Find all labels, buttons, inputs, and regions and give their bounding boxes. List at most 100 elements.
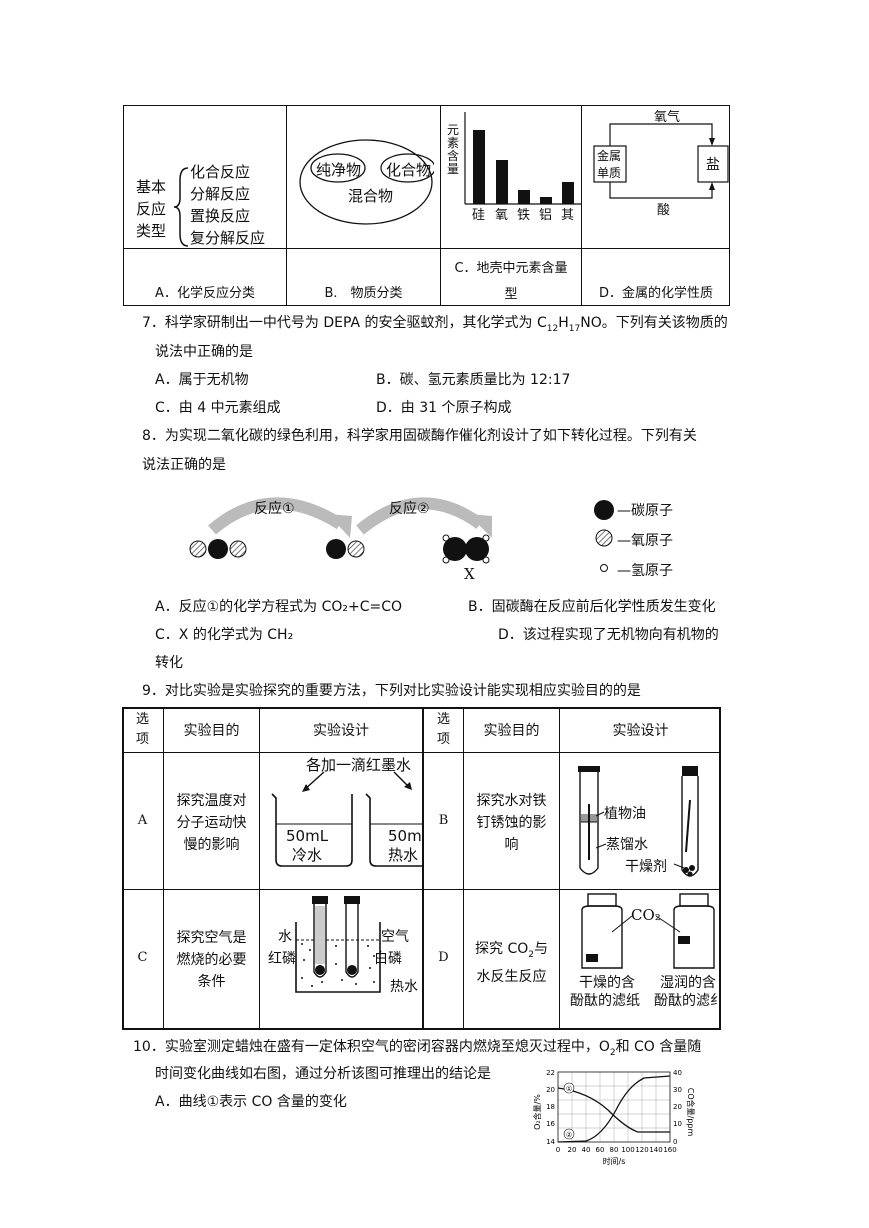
q8-option-a: A．反应①的化学方程式为 CO₂+C=CO <box>155 599 403 615</box>
reaction-2-label: 反应② <box>389 501 430 517</box>
header-aim: 实验目的 <box>183 723 240 739</box>
co2-label: CO₂ <box>631 906 661 924</box>
svg-text:120: 120 <box>635 1146 648 1154</box>
curve-2 <box>557 1075 671 1143</box>
svg-text:22: 22 <box>546 1069 555 1077</box>
reaction-item: 分解反应 <box>190 185 251 203</box>
aim-d: 探究 CO2与 水反生反应 <box>475 941 548 985</box>
svg-text:0: 0 <box>556 1146 560 1154</box>
label-metal: 金属 <box>597 149 622 163</box>
svg-text:60: 60 <box>596 1146 605 1154</box>
svg-text:10: 10 <box>673 1120 682 1128</box>
caption-d: D．金属的化学性质 <box>598 286 713 301</box>
ellipse-label-pure: 纯净物 <box>316 161 362 179</box>
combustion-figure <box>295 896 381 993</box>
reaction-item: 化合反应 <box>190 163 251 181</box>
svg-text:14: 14 <box>546 1138 555 1146</box>
q8-option-d-line2: 转化 <box>155 655 183 671</box>
bar-aluminium <box>540 197 552 204</box>
crust-bars <box>464 112 581 205</box>
q7-option-b: B．碳、氢元素质量比为 12:17 <box>376 372 571 388</box>
beaker2-volume: 50m <box>388 827 422 845</box>
beaker-temperature-figure <box>271 771 422 867</box>
reaction-diagram <box>189 497 492 564</box>
ellipse-label-mixture: 混合物 <box>348 187 394 205</box>
svg-text:160: 160 <box>663 1146 676 1154</box>
crust-element-chart: 元素含量 硅 氧 铁 铝 其 <box>441 106 581 248</box>
beaker2-water: 热水 <box>388 846 419 864</box>
bar-iron <box>518 190 530 204</box>
air-label: 空气 <box>381 929 409 945</box>
table-divider <box>581 105 582 306</box>
hot-water-label: 热水 <box>390 979 418 995</box>
q10-option-a: A．曲线①表示 CO 含量的变化 <box>155 1094 347 1110</box>
caption-c-line1: C．地壳中元素含量 <box>454 261 568 276</box>
row-label-a: A <box>137 813 148 828</box>
table-divider <box>122 752 721 753</box>
dry-paper-label-1: 干燥的含 <box>579 975 635 991</box>
row-label-d: D <box>438 950 449 965</box>
x-label: X <box>464 565 475 583</box>
curve-1-label: ① <box>566 1085 572 1093</box>
top-figure-table <box>123 105 730 306</box>
table-divider <box>463 707 464 1030</box>
aim-a: 探究温度对分子运动快慢的影响 <box>176 793 247 853</box>
question-8-stem: 8．为实现二氧化碳的绿色利用，科学家用固碳酶作催化剂设计了如下转化过程。下列有关 <box>142 428 697 444</box>
question-9-stem: 9．对比实验是实验探究的重要方法，下列对比实验设计能实现相应实验目的的是 <box>142 683 641 699</box>
bar-label: 硅 <box>472 208 486 223</box>
left-label: 类型 <box>136 222 167 240</box>
distilled-water-label: 蒸馏水 <box>606 837 648 853</box>
reaction-types-figure: 基本 反应 类型 化合反应 分解反应 置换反应 复分解反应 <box>130 158 286 247</box>
experiment-table <box>122 707 721 1030</box>
q8-option-b: B．固碳酶在反应前后化学性质发生变化 <box>468 599 716 615</box>
svg-text:30: 30 <box>673 1086 682 1094</box>
x-axis-label: 时间/s <box>603 1156 626 1166</box>
svg-text:16: 16 <box>546 1120 555 1128</box>
left-label: 反应 <box>136 200 167 218</box>
bar-label: 氧 <box>495 208 509 223</box>
right-axis-label: CO含量/ppm <box>686 1088 696 1137</box>
header-aim: 实验目的 <box>483 723 540 739</box>
question-8-stem-line2: 说法正确的是 <box>142 457 226 473</box>
table-divider <box>286 105 287 306</box>
label-oxygen: 氧气 <box>654 110 681 125</box>
bar-oxygen <box>496 160 508 204</box>
reaction-item: 复分解反应 <box>190 229 266 247</box>
left-axis-label: O₂含量/% <box>532 1094 542 1130</box>
bar-label: 其 <box>561 208 575 223</box>
header-option: 选项 <box>436 712 450 747</box>
caption-c-line2: 型 <box>504 287 518 302</box>
aim-b: 探究水对铁钉锈蚀的影响 <box>476 793 547 853</box>
table-divider <box>123 248 730 249</box>
svg-text:140: 140 <box>649 1146 662 1154</box>
water-label: 水 <box>278 929 292 945</box>
q7-option-d: D．由 31 个原子构成 <box>376 400 512 416</box>
aim-c: 探究空气是燃烧的必要条件 <box>176 930 247 990</box>
bar-other <box>562 182 574 204</box>
label-salt: 盐 <box>706 157 720 173</box>
curve-2-label: ② <box>566 1131 572 1139</box>
q7-option-a: A．属于无机物 <box>155 372 249 388</box>
table-divider <box>422 707 424 1030</box>
legend-hydrogen: —氢原子 <box>617 563 673 579</box>
row-label-b: B <box>438 813 449 828</box>
label-element: 单质 <box>597 166 622 180</box>
co2-bottles-figure <box>581 893 715 969</box>
q8-option-d: D．该过程实现了无机物向有机物的 <box>498 627 719 643</box>
header-design: 实验设计 <box>612 723 669 739</box>
curve-1 <box>557 1087 670 1133</box>
beaker1-water: 冷水 <box>292 846 323 864</box>
q8-option-c: C．X 的化学式为 CH₂ <box>155 627 294 643</box>
matter-classification-figure <box>299 139 434 225</box>
question-7-stem-line2: 说法中正确的是 <box>155 344 253 360</box>
wet-paper-label-2: 酚酞的滤纟 <box>654 993 724 1009</box>
chart-ylabel: 元素含量 <box>447 123 460 176</box>
bar-silicon <box>473 130 485 204</box>
reaction-1-label: 反应① <box>254 501 295 517</box>
caption-b: B. 物质分类 <box>324 286 403 301</box>
table-divider <box>559 707 560 1030</box>
